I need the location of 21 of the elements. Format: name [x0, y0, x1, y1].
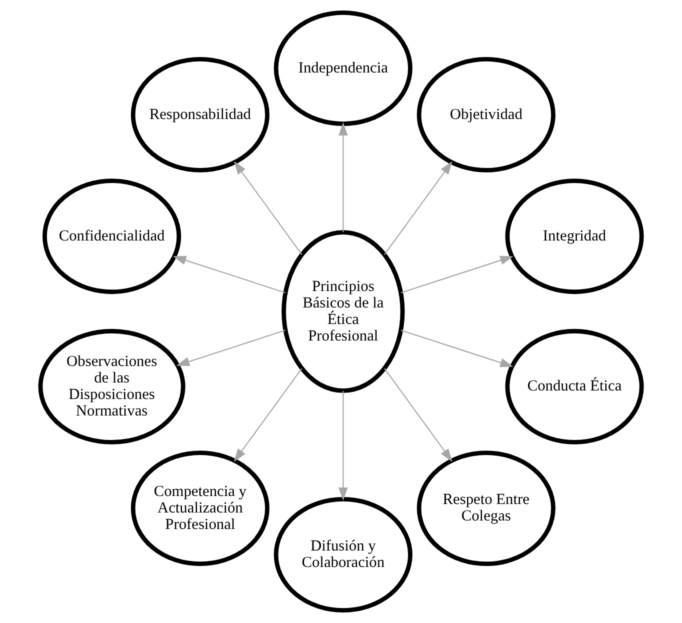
- arrow: [338, 390, 348, 501]
- node-ellipse: Difusión y Colaboración: [274, 497, 412, 612]
- node-ellipse: Conducta Ética: [505, 328, 644, 444]
- arrow: [172, 256, 286, 294]
- arrow: [384, 161, 452, 255]
- arrow: [338, 122, 348, 232]
- node-ellipse: Independencia: [274, 10, 412, 126]
- arrow: [400, 256, 514, 294]
- node-ellipse: Objetividad: [416, 56, 556, 172]
- node-ellipse: Principios Básicos de la Ética Profesional: [282, 230, 405, 393]
- node-ellipse: Responsabilidad: [130, 56, 270, 172]
- arrow: [400, 330, 514, 368]
- node-ellipse: Confidencialidad: [42, 178, 182, 294]
- node-ellipse: Integridad: [505, 178, 644, 294]
- node-ellipse: Observaciones de las Disposiciones Normativas: [38, 328, 186, 444]
- arrow: [234, 368, 302, 462]
- node-ellipse: Competencia y Actualización Profesional: [130, 450, 270, 566]
- arrow: [384, 368, 452, 462]
- arrow: [234, 161, 302, 255]
- arrow: [176, 330, 286, 366]
- node-ellipse: Respeto Entre Colegas: [416, 450, 556, 566]
